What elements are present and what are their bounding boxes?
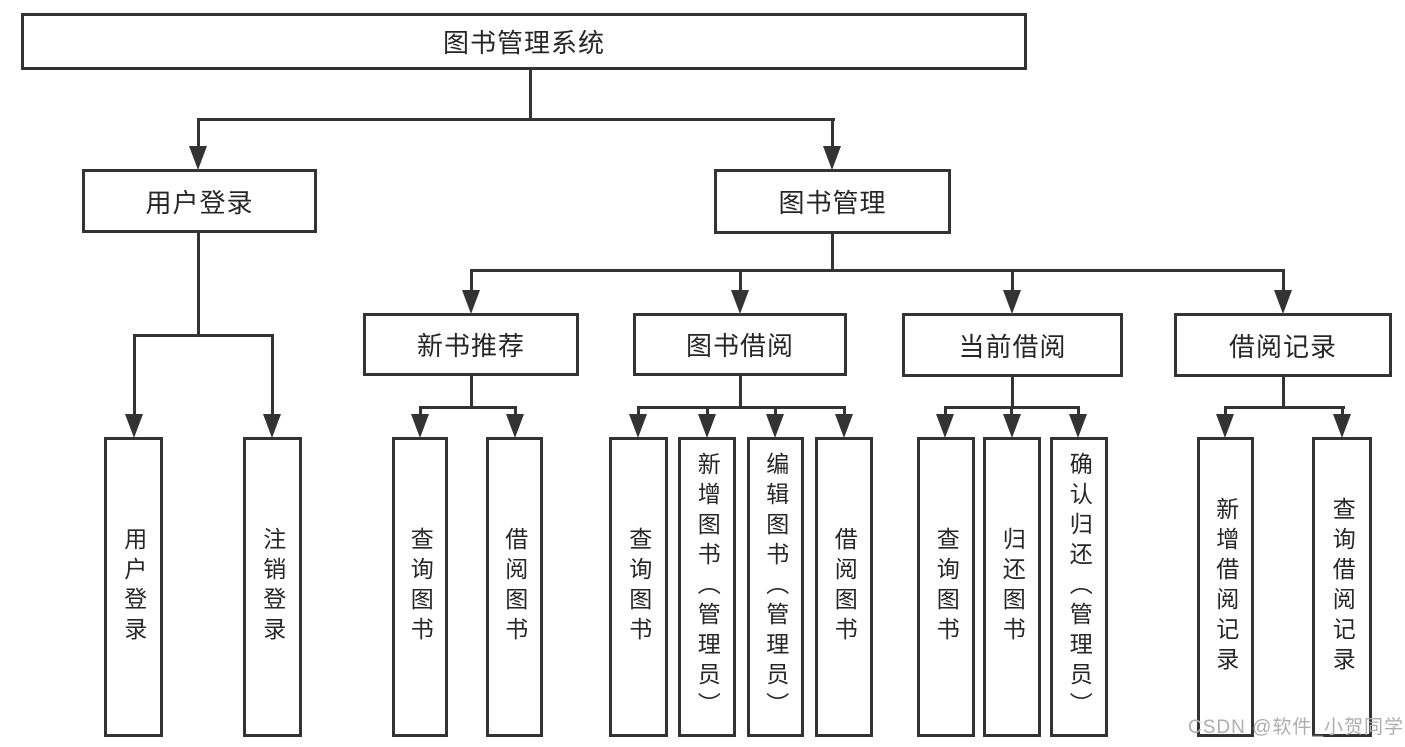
leaf-add-book-admin-label: 新增图书（管理员） (694, 452, 721, 722)
node-current-borrow: 当前借阅 (902, 313, 1123, 377)
leaf-borrow-books-recommend: 借阅图书 (486, 437, 543, 737)
leaf-logout-label: 注销登录 (259, 527, 286, 647)
connector-line (637, 406, 846, 409)
arrowhead-down-icon (698, 414, 716, 438)
node-book-borrow-label: 图书借阅 (685, 331, 794, 361)
leaf-query-borrow-record: 查询借阅记录 (1312, 437, 1372, 737)
connector-line (197, 118, 835, 121)
leaf-logout: 注销登录 (243, 437, 302, 737)
leaf-query-books-current: 查询图书 (917, 437, 975, 737)
leaf-add-book-admin: 新增图书（管理员） (678, 437, 736, 737)
connector-line (1224, 406, 1227, 414)
leaf-edit-book-admin-label: 编辑图书（管理员） (762, 452, 789, 722)
connector-line (739, 269, 742, 290)
connector-line (637, 406, 640, 414)
connector-line (1224, 406, 1345, 409)
leaf-borrow-books-label: 借阅图书 (831, 527, 858, 647)
leaf-query-books-recommend: 查询图书 (392, 437, 448, 737)
connector-line (419, 406, 422, 414)
connector-line (843, 406, 846, 414)
leaf-borrow-books-recommend-label: 借阅图书 (501, 527, 528, 647)
connector-line (739, 376, 742, 409)
arrowhead-down-icon (835, 414, 853, 438)
leaf-query-books-current-label: 查询图书 (933, 527, 960, 647)
arrowhead-down-icon (936, 414, 954, 438)
leaf-return-book: 归还图书 (983, 437, 1041, 737)
arrowhead-down-icon (189, 146, 207, 170)
leaf-confirm-return-admin: 确认归还（管理员） (1050, 437, 1108, 737)
leaf-user-login: 用户登录 (104, 437, 163, 737)
node-root-label: 图书管理系统 (442, 28, 605, 58)
leaf-user-login-label: 用户登录 (120, 527, 147, 647)
leaf-add-borrow-record-label: 新增借阅记录 (1212, 497, 1239, 677)
arrowhead-down-icon (766, 414, 784, 438)
connector-line (1282, 377, 1285, 409)
arrowhead-down-icon (1003, 290, 1021, 314)
leaf-query-books-borrow-label: 查询图书 (625, 527, 652, 647)
connector-line (133, 334, 136, 414)
arrowhead-down-icon (1069, 414, 1087, 438)
leaf-query-books-borrow: 查询图书 (609, 437, 668, 737)
node-user-login-label: 用户登录 (145, 187, 254, 218)
node-book-borrow: 图书借阅 (633, 313, 847, 376)
node-borrow-records-label: 借阅记录 (1228, 331, 1337, 362)
node-book-management: 图书管理 (714, 169, 951, 234)
connector-line (470, 376, 473, 409)
connector-line (1011, 377, 1014, 409)
connector-line (197, 118, 200, 146)
connector-line (944, 406, 947, 414)
arrowhead-down-icon (125, 414, 143, 438)
connector-line (1011, 269, 1014, 290)
connector-line (1077, 406, 1080, 414)
arrowhead-down-icon (1003, 414, 1021, 438)
leaf-borrow-books: 借阅图书 (815, 437, 873, 737)
node-user-login: 用户登录 (82, 169, 317, 233)
arrowhead-down-icon (411, 414, 429, 438)
connector-line (419, 406, 517, 409)
connector-line (470, 269, 473, 290)
arrowhead-down-icon (1216, 414, 1234, 438)
connector-line (514, 406, 517, 414)
node-borrow-records: 借阅记录 (1174, 313, 1392, 377)
connector-line (831, 234, 834, 271)
leaf-edit-book-admin: 编辑图书（管理员） (747, 437, 804, 737)
arrowhead-down-icon (506, 414, 524, 438)
arrowhead-down-icon (731, 290, 749, 314)
connector-line (1341, 406, 1344, 414)
node-current-borrow-label: 当前借阅 (958, 331, 1067, 362)
arrowhead-down-icon (263, 414, 281, 438)
node-root: 图书管理系统 (21, 13, 1027, 70)
connector-line (133, 334, 274, 337)
arrowhead-down-icon (1274, 290, 1292, 314)
leaf-return-book-label: 归还图书 (999, 527, 1026, 647)
connector-line (271, 334, 274, 414)
node-new-book-recommend: 新书推荐 (363, 313, 579, 376)
connector-line (470, 269, 1285, 272)
watermark-text: CSDN @软件_小贺同学 (1188, 717, 1404, 738)
connector-line (831, 118, 834, 146)
leaf-confirm-return-admin-label: 确认归还（管理员） (1066, 452, 1093, 722)
connector-line (1010, 406, 1013, 414)
arrowhead-down-icon (462, 290, 480, 314)
node-new-book-recommend-label: 新书推荐 (416, 331, 525, 361)
node-book-management-label: 图书管理 (778, 188, 887, 218)
arrowhead-down-icon (1333, 414, 1351, 438)
arrowhead-down-icon (629, 414, 647, 438)
connector-line (774, 406, 777, 414)
leaf-query-books-recommend-label: 查询图书 (407, 527, 434, 647)
leaf-query-borrow-record-label: 查询借阅记录 (1329, 497, 1356, 677)
arrowhead-down-icon (823, 146, 841, 170)
connector-line (197, 233, 200, 337)
connector-line (1282, 269, 1285, 290)
leaf-add-borrow-record: 新增借阅记录 (1197, 437, 1254, 737)
connector-line (529, 70, 532, 120)
connector-line (706, 406, 709, 414)
